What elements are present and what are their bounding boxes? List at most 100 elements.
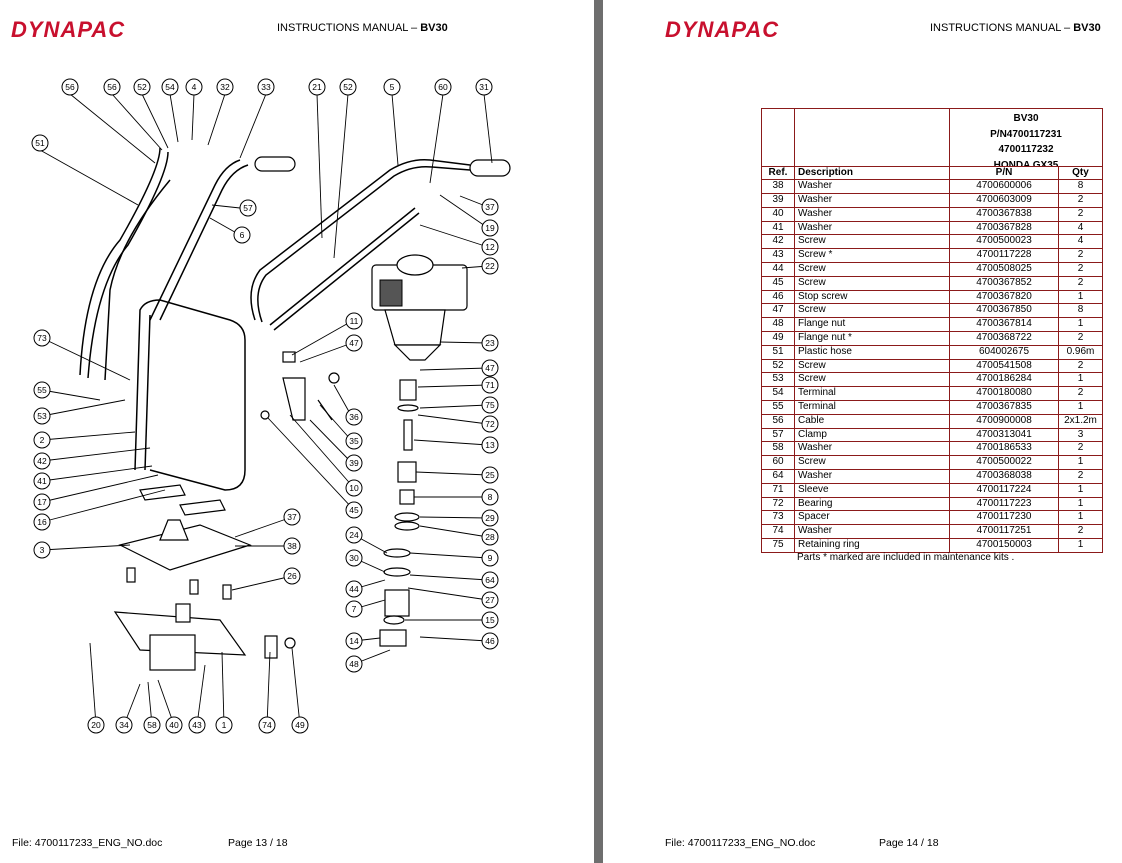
svg-text:58: 58 <box>147 720 157 730</box>
cell-pn: 4700367828 <box>949 220 1059 236</box>
cell-qty: 1 <box>1058 510 1103 526</box>
handle-frame-drawing <box>79 147 511 491</box>
svg-text:56: 56 <box>107 82 117 92</box>
callout-32: 32 <box>216 78 234 96</box>
table-header-row: Ref. Description P/N Qty <box>761 165 1103 181</box>
cell-ref: 52 <box>761 358 795 374</box>
cell-description: Flange nut * <box>794 331 950 346</box>
svg-text:53: 53 <box>37 411 47 421</box>
callout-26: 26 <box>283 567 301 585</box>
cell-qty: 2 <box>1058 358 1103 374</box>
svg-text:23: 23 <box>485 338 495 348</box>
callout-15: 15 <box>481 611 499 629</box>
svg-text:37: 37 <box>287 512 297 522</box>
cell-pn: 4700368722 <box>949 331 1059 346</box>
callout-12: 12 <box>481 238 499 256</box>
cell-pn: 4700500022 <box>949 455 1059 471</box>
cell-ref: 51 <box>761 344 795 360</box>
svg-text:5: 5 <box>390 82 395 92</box>
cell-ref: 58 <box>761 441 795 457</box>
callout-10: 10 <box>345 479 363 497</box>
callout-51: 51 <box>31 134 49 152</box>
cell-description: Spacer <box>794 510 950 526</box>
svg-text:64: 64 <box>485 575 495 585</box>
callout-49: 49 <box>291 716 309 734</box>
callout-44: 44 <box>345 580 363 598</box>
cell-qty: 1 <box>1058 482 1103 498</box>
svg-text:11: 11 <box>350 316 359 326</box>
callout-47: 47 <box>345 334 363 352</box>
cell-qty: 1 <box>1058 455 1103 471</box>
cell-qty: 1 <box>1058 538 1103 553</box>
cell-qty: 8 <box>1058 303 1103 319</box>
cell-ref: 57 <box>761 427 795 443</box>
cell-ref: 38 <box>761 179 795 195</box>
cell-qty: 2 <box>1058 206 1103 222</box>
cell-ref: 47 <box>761 303 795 319</box>
cell-ref: 45 <box>761 275 795 291</box>
callout-48: 48 <box>345 655 363 673</box>
svg-text:13: 13 <box>485 440 495 450</box>
cell-pn: 4700367820 <box>949 289 1059 305</box>
callout-8: 8 <box>481 488 499 506</box>
svg-text:35: 35 <box>349 436 359 446</box>
cell-ref: 74 <box>761 524 795 540</box>
col-header-description: Description <box>794 165 950 181</box>
svg-text:60: 60 <box>438 82 448 92</box>
svg-text:12: 12 <box>485 242 495 252</box>
small-parts-drawing <box>260 351 340 421</box>
cell-qty: 8 <box>1058 179 1103 195</box>
cell-pn: 4700500023 <box>949 234 1059 250</box>
svg-text:47: 47 <box>485 363 495 373</box>
svg-text:41: 41 <box>37 476 47 486</box>
cell-description: Clamp <box>794 427 950 443</box>
svg-text:7: 7 <box>352 604 357 614</box>
cell-ref: 49 <box>761 331 795 346</box>
svg-text:37: 37 <box>485 202 495 212</box>
svg-text:24: 24 <box>349 530 359 540</box>
cell-description: Bearing <box>794 496 950 512</box>
svg-text:57: 57 <box>243 203 253 213</box>
svg-text:21: 21 <box>312 82 322 92</box>
svg-text:14: 14 <box>349 636 359 646</box>
callout-56-b: 56 <box>103 78 121 96</box>
svg-text:42: 42 <box>37 456 47 466</box>
callout-31: 31 <box>475 78 493 96</box>
callout-52: 52 <box>133 78 151 96</box>
cell-description: Plastic hose <box>794 344 950 360</box>
svg-text:4: 4 <box>192 82 197 92</box>
model-engine: HONDA GX35 <box>993 159 1059 166</box>
footer-page-number: Page 13 / 18 <box>228 837 288 849</box>
cell-qty: 1 <box>1058 317 1103 333</box>
svg-text:19: 19 <box>485 223 495 233</box>
callout-19: 19 <box>481 219 499 237</box>
cell-ref: 72 <box>761 496 795 512</box>
cell-qty: 2 <box>1058 275 1103 291</box>
cell-ref: 44 <box>761 262 795 277</box>
callout-9: 9 <box>481 549 499 567</box>
cell-qty: 1 <box>1058 289 1103 305</box>
cell-pn: 4700900008 <box>949 413 1059 429</box>
cell-description: Screw <box>794 358 950 374</box>
callout-5: 5 <box>383 78 401 96</box>
callout-40: 40 <box>165 716 183 734</box>
cell-ref: 42 <box>761 234 795 250</box>
svg-text:45: 45 <box>349 505 359 515</box>
svg-text:51: 51 <box>35 138 45 148</box>
cell-pn: 604002675 <box>949 344 1059 360</box>
svg-text:55: 55 <box>37 385 47 395</box>
model-name: BV30 <box>1013 113 1039 124</box>
cell-description: Screw <box>794 275 950 291</box>
